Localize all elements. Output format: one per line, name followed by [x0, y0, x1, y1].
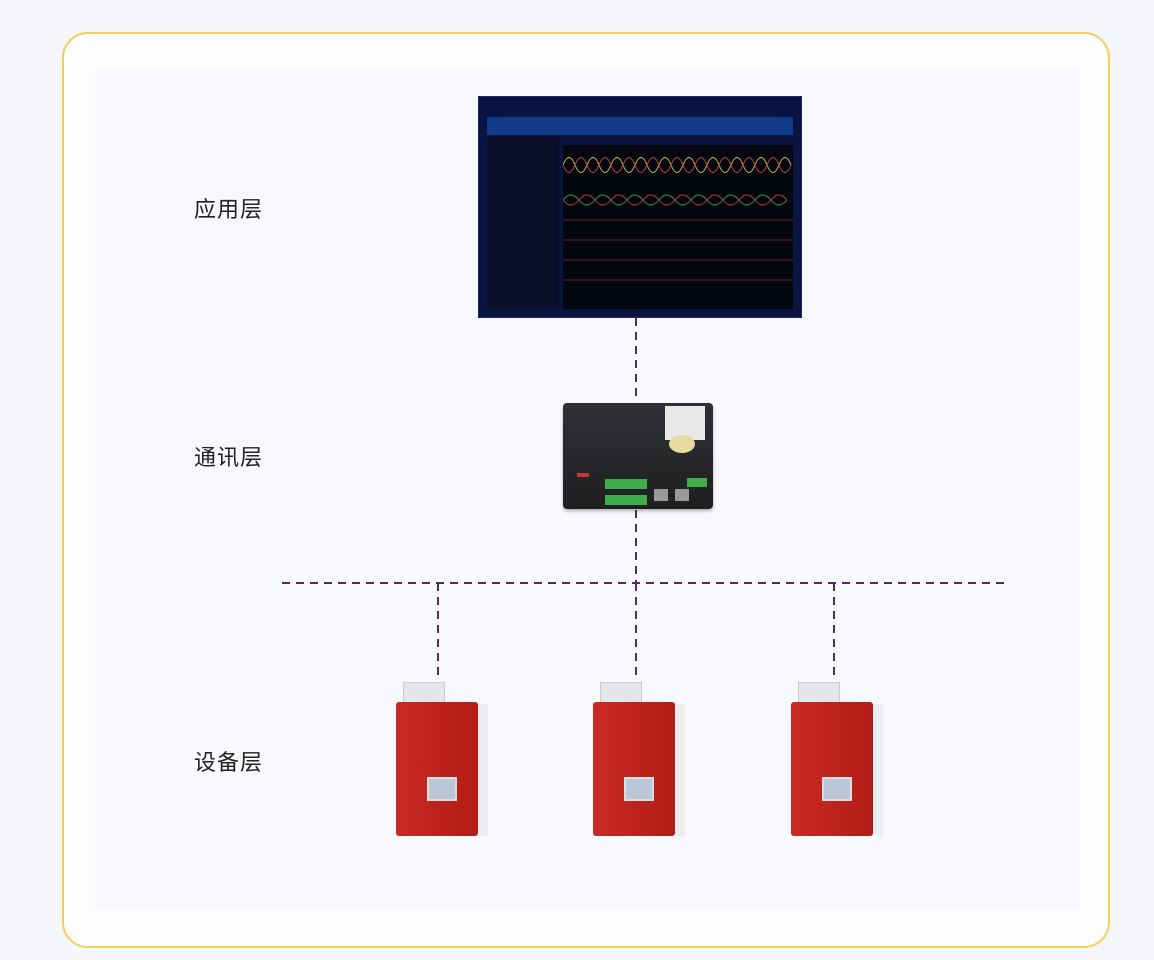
lcd-screen-icon [427, 777, 457, 801]
terminal-block-icon [605, 495, 647, 505]
serial-port-icon [687, 478, 707, 487]
gateway-sticker-round [669, 435, 695, 453]
screen-sidebar [487, 137, 559, 309]
ethernet-port-icon [654, 489, 668, 501]
device-top-cap [403, 682, 445, 704]
device-side-panel [873, 704, 883, 836]
waveform-icon [562, 157, 793, 281]
device-body [396, 702, 478, 836]
communication-gateway-image [563, 403, 713, 509]
layer-label-application: 应用层 [194, 198, 264, 223]
gateway-label-sticker [665, 406, 705, 440]
device-unit-2 [590, 682, 686, 837]
device-body [791, 702, 873, 836]
device-top-cap [600, 682, 642, 704]
screen-toolbar [487, 117, 793, 135]
device-unit-1 [393, 682, 489, 837]
device-unit-3 [788, 682, 884, 837]
monitoring-software-screenshot [478, 96, 802, 318]
lcd-screen-icon [624, 777, 654, 801]
device-side-panel [675, 704, 685, 836]
ethernet-port-icon [675, 489, 689, 501]
layer-label-device: 设备层 [194, 751, 264, 776]
device-body [593, 702, 675, 836]
terminal-block-icon [605, 479, 647, 489]
brand-logo [577, 473, 589, 477]
lcd-screen-icon [822, 777, 852, 801]
device-side-panel [478, 704, 488, 836]
layer-label-communication: 通讯层 [194, 446, 264, 471]
screen-waveform-plot [562, 145, 793, 309]
device-top-cap [798, 682, 840, 704]
